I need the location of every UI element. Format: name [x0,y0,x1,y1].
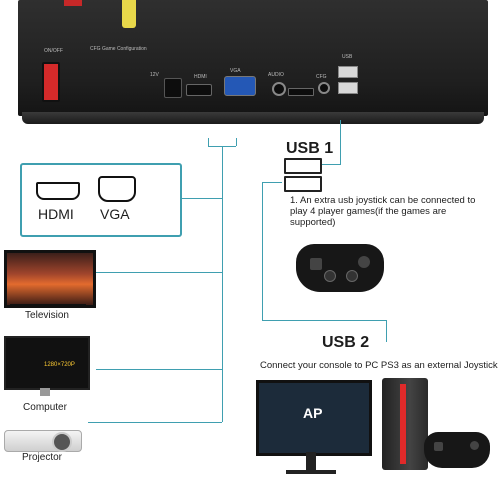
connector-line [236,138,237,146]
gamepad-image [424,432,490,468]
antenna-stub [122,0,136,28]
computer-stand [40,388,50,396]
connector-line [262,320,386,321]
television-label: Television [25,310,69,321]
connector-line [222,174,223,422]
monitor-base [286,470,336,474]
gamepad-left-stick [324,270,336,282]
audio-label: AUDIO [268,72,284,78]
cfg-port[interactable] [288,88,314,96]
gamepad-buttons [470,441,479,450]
connector-line [262,182,282,183]
hdmi-connector-icon [36,182,80,200]
gamepad-right-stick [346,270,358,282]
vga-port[interactable] [224,76,256,96]
computer-label: Computer [23,402,67,413]
pc-tower [382,378,428,470]
computer-screen-text: 1280×720P [44,362,75,368]
vga-port-label: VGA [230,68,241,74]
gamepad-dpad [310,258,322,270]
projector-label: Projector [21,452,62,463]
usb-port-bottom[interactable] [338,82,358,94]
connector-line [180,198,222,199]
dc12v-label: 12V [150,72,159,78]
connector-line [208,138,209,146]
connector-line [96,369,222,370]
computer-monitor: 1280×720P [4,336,90,390]
vga-output-label: VGA [100,206,130,222]
projector-lens [52,432,72,452]
usb-label: USB [342,54,353,60]
gamepad-buttons [358,256,370,268]
config-label: CFG Game Configuration [90,46,147,52]
gamepad-dpad [434,442,443,451]
usb2-description: Connect your console to PC PS3 as an ext… [260,360,498,371]
connector-line [222,146,223,174]
connector-line [386,320,387,342]
console-base [22,112,484,124]
gamepad-image [296,244,384,292]
television-image [4,250,96,308]
connector-line [322,164,341,165]
output-box [20,163,182,237]
television-stand [10,304,86,307]
usb2-title: USB 2 [322,334,370,351]
connector-line [262,182,263,320]
monitor-stand [306,452,316,472]
cfg-label: CFG [316,74,327,80]
connector-line [340,120,341,164]
cfg-jack[interactable] [318,82,330,94]
usb-connector-icon [284,158,322,174]
pc-tower-light [400,384,406,464]
power-switch[interactable] [42,62,60,102]
vga-connector-icon [98,176,136,202]
hdmi-port[interactable] [186,84,212,96]
dc-power-jack[interactable] [164,78,182,98]
on-off-label: ON/OFF [44,48,63,54]
audio-jack[interactable] [272,82,286,96]
console-back-panel: CFG Game Configuration ON/OFF 12V HDMI V… [18,0,488,116]
usb1-title: USB 1 [286,140,334,157]
desktop-monitor: AP [256,380,372,456]
monitor-logo: AP [303,405,323,421]
usb-port-top[interactable] [338,66,358,78]
usb-connector-icon [284,176,322,192]
connector-line [96,272,222,273]
connector-line [88,422,222,423]
hdmi-output-label: HDMI [38,206,74,222]
usb1-description: 1. An extra usb joystick can be connecte… [290,195,476,228]
hdmi-port-label: HDMI [194,74,207,80]
top-red-marker [64,0,82,6]
